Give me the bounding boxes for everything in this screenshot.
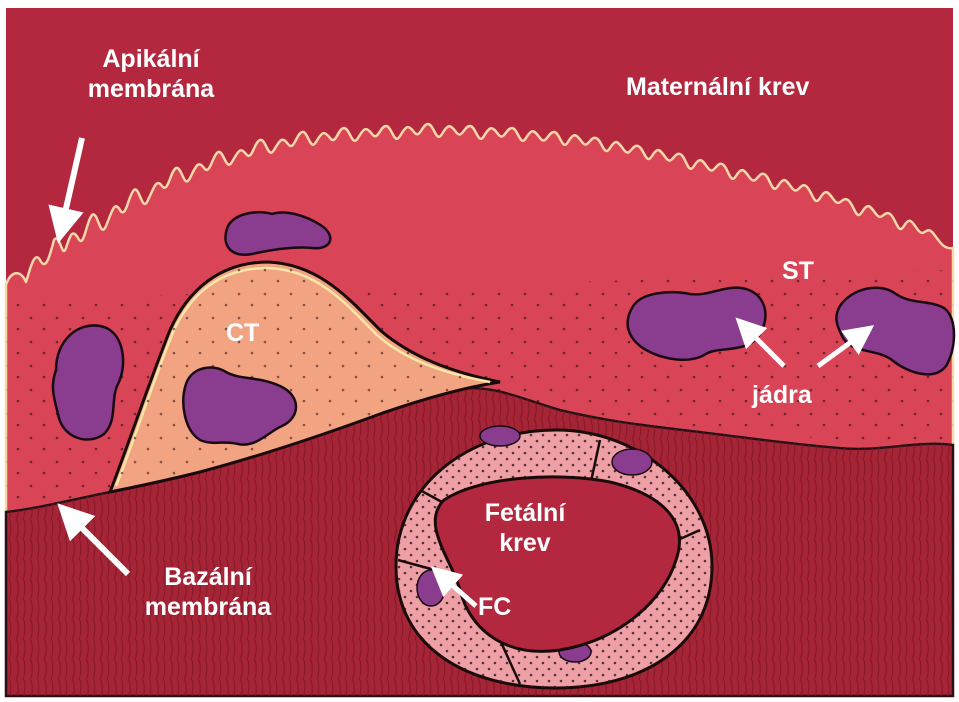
maternal-blood-label: Maternální krev bbox=[626, 72, 809, 102]
apical-membrane-label-line1: Apikální bbox=[56, 44, 246, 74]
apical-membrane-label-line2: membrána bbox=[56, 74, 246, 104]
endothelial-nucleus-3 bbox=[417, 570, 445, 606]
apical-membrane-label: Apikální membrána bbox=[56, 44, 246, 104]
fetal-blood-label-line1: Fetální bbox=[470, 498, 580, 528]
fetal-blood-label-line2: krev bbox=[470, 528, 580, 558]
basal-membrane-label-line1: Bazální bbox=[108, 562, 308, 592]
ct-label: CT bbox=[226, 318, 259, 348]
fc-label: FC bbox=[478, 592, 511, 622]
st-label: ST bbox=[782, 256, 814, 286]
endothelial-nucleus-1 bbox=[480, 426, 520, 446]
fetal-blood-label: Fetální krev bbox=[470, 498, 580, 558]
endothelial-nucleus-2 bbox=[612, 449, 652, 475]
nuclei-label: jádra bbox=[752, 380, 812, 410]
basal-membrane-label: Bazální membrána bbox=[108, 562, 308, 622]
basal-membrane-label-line2: membrána bbox=[108, 592, 308, 622]
